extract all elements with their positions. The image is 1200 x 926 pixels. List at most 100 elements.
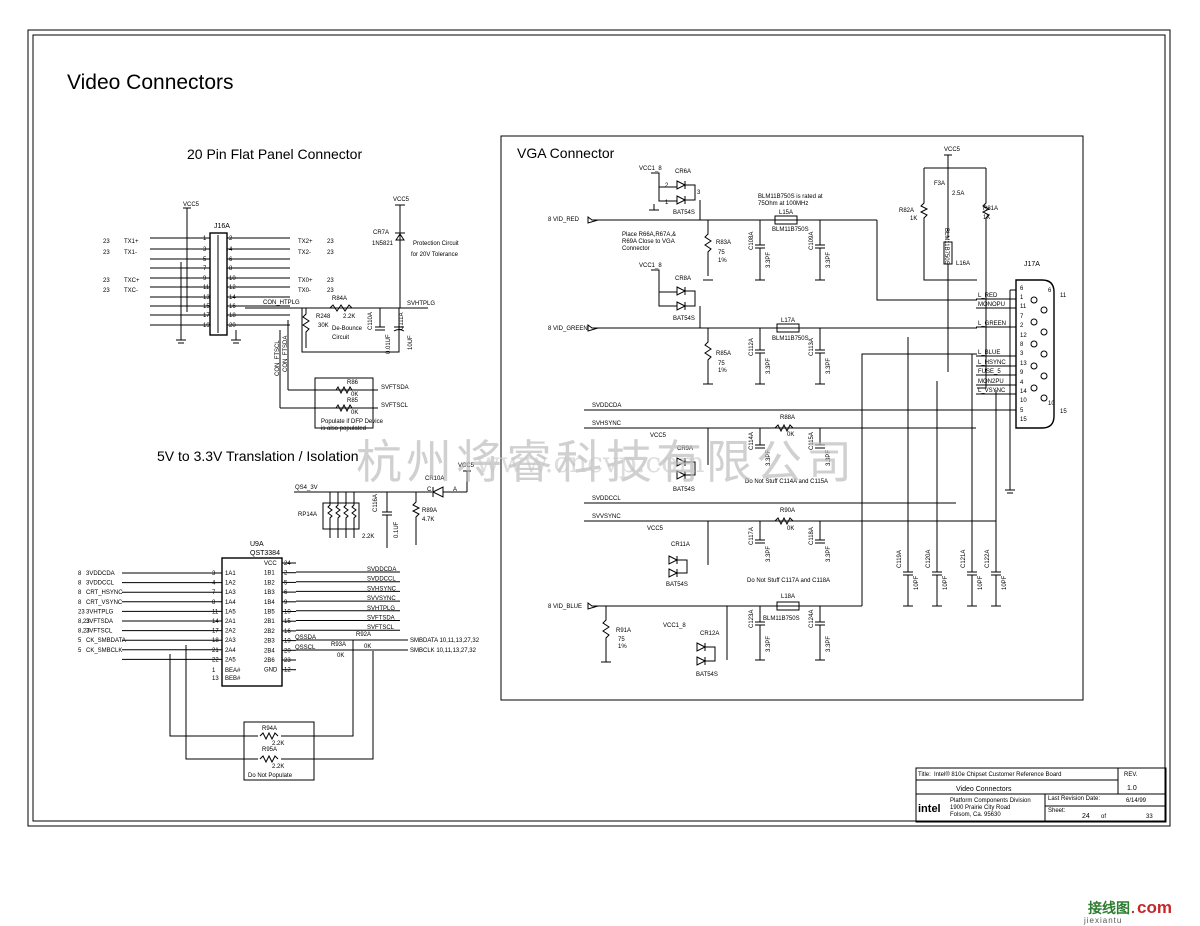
svg-text:R85A: R85A bbox=[716, 351, 731, 357]
svg-text:Video Connectors: Video Connectors bbox=[956, 786, 1012, 793]
svg-text:BAT54S: BAT54S bbox=[673, 210, 695, 216]
svg-text:R83A: R83A bbox=[716, 240, 731, 246]
j17a-net-label: L_HSYNC bbox=[978, 360, 1006, 366]
u9a-pin-name: 1B2 bbox=[264, 580, 275, 586]
u9a-pin-name: BEA# bbox=[225, 668, 241, 674]
u9a-pin-num: 10 bbox=[284, 610, 291, 616]
rp14a-resistor bbox=[343, 492, 349, 538]
u9a-net-ref: 5 bbox=[78, 638, 82, 644]
j16a-pin: 2 bbox=[229, 236, 233, 242]
u9a-out-label: SVDDCDA bbox=[367, 567, 396, 573]
u9a-pin-name: 1A3 bbox=[225, 590, 236, 596]
fp-vcc-right: VCC5 bbox=[393, 197, 410, 203]
u9a-pin-name: 2B2 bbox=[264, 629, 275, 635]
u9a-out-label: SVHTPLG bbox=[367, 606, 395, 612]
cap-ref: C120A bbox=[926, 550, 932, 568]
u9a-pin-num: 21 bbox=[212, 648, 219, 654]
u9a-net-ref: 8,23 bbox=[78, 629, 90, 635]
u9a-net-name: CK_SMBDATA bbox=[86, 638, 126, 644]
svg-text:R93A: R93A bbox=[331, 642, 346, 648]
j17a-pin: 2 bbox=[1020, 323, 1024, 329]
svg-text:Intel® 810e Chipset Customer R: Intel® 810e Chipset Customer Reference B… bbox=[934, 771, 1062, 778]
svg-text:BLM11B750S: BLM11B750S bbox=[772, 336, 809, 342]
svg-text:BAT54S: BAT54S bbox=[696, 672, 718, 678]
svg-text:QS4_3V: QS4_3V bbox=[295, 485, 318, 491]
j16a-pin: 20 bbox=[229, 323, 236, 329]
rp14a-resistor bbox=[335, 492, 341, 538]
svg-text:C118A: C118A bbox=[809, 527, 815, 545]
svg-text:0K: 0K bbox=[351, 392, 358, 398]
svg-text:RP14A: RP14A bbox=[298, 512, 317, 518]
svg-text:TX0-: TX0- bbox=[298, 288, 311, 294]
svg-text:C113A: C113A bbox=[809, 338, 815, 356]
page-title: Video Connectors bbox=[67, 71, 234, 94]
u9a-pin-num: 19 bbox=[284, 639, 291, 645]
j16a-ref: J16A bbox=[214, 223, 230, 230]
translation-section: 5V to 3.3V Translation / Isolation QS4_3… bbox=[78, 448, 480, 781]
u9a-pin-num: 9 bbox=[284, 600, 288, 606]
svg-text:SVDDCDA: SVDDCDA bbox=[592, 403, 621, 409]
svg-text:3.3PF: 3.3PF bbox=[766, 252, 772, 268]
svg-text:3.3PF: 3.3PF bbox=[766, 358, 772, 374]
svg-text:0K: 0K bbox=[787, 526, 794, 532]
j16a-pin: 17 bbox=[203, 313, 210, 319]
svg-text:C116A: C116A bbox=[373, 494, 379, 512]
j17a-pin: 1 bbox=[1020, 295, 1024, 301]
watermark-url: www.cncvp.com bbox=[476, 446, 705, 479]
j17a-contact bbox=[1040, 350, 1048, 358]
rp14a-pack bbox=[322, 502, 360, 530]
svg-text:3.3PF: 3.3PF bbox=[766, 546, 772, 562]
j16a-pin: 4 bbox=[229, 247, 233, 253]
u9a-pin-num: 22 bbox=[212, 657, 219, 663]
u9a-pin-num: 5 bbox=[284, 580, 288, 586]
u9a-pin-num: 17 bbox=[212, 629, 219, 635]
svg-text:SMBDATA 10,11,13,27,32: SMBDATA 10,11,13,27,32 bbox=[410, 638, 480, 644]
j16a-pin: 7 bbox=[203, 266, 207, 272]
svg-text:Title:: Title: bbox=[918, 772, 931, 778]
j16a-pin: 3 bbox=[203, 247, 207, 253]
j17a-net-label: L_BLUE bbox=[978, 350, 1000, 356]
svg-text:R89A: R89A bbox=[422, 508, 437, 514]
j16a-pin: 12 bbox=[229, 285, 236, 291]
svg-text:CR8A: CR8A bbox=[675, 276, 691, 282]
u9a-pin-name: 1B5 bbox=[264, 610, 275, 616]
svg-text:R248: R248 bbox=[316, 314, 331, 320]
svg-text:QSSDA: QSSDA bbox=[295, 635, 316, 641]
svg-text:R88A: R88A bbox=[780, 415, 795, 421]
svg-text:3.3PF: 3.3PF bbox=[826, 358, 832, 374]
svg-text:23: 23 bbox=[103, 250, 110, 256]
j17a-net-label: FUSE_5 bbox=[978, 369, 1001, 375]
u9a-net-ref: 8,23 bbox=[78, 619, 90, 625]
u9a-net-name: CK_SMBCLK bbox=[86, 648, 122, 654]
j17a-pin: 15 bbox=[1020, 417, 1027, 423]
svg-text:75: 75 bbox=[618, 637, 625, 643]
svg-text:R90A: R90A bbox=[780, 508, 795, 514]
intel-logo: intel bbox=[918, 803, 941, 815]
svg-text:L18A: L18A bbox=[781, 594, 795, 600]
j17a-contact bbox=[1030, 384, 1038, 392]
svg-text:24: 24 bbox=[1082, 813, 1090, 820]
sheet-border bbox=[27, 29, 1171, 827]
u9a-net-name: 3VDDCCL bbox=[86, 581, 115, 587]
svg-text:CON_FTSDA: CON_FTSDA bbox=[283, 336, 289, 372]
svg-text:10: 10 bbox=[1048, 401, 1055, 407]
svg-text:23: 23 bbox=[327, 278, 334, 284]
cap-val: 10PF bbox=[978, 575, 984, 590]
svg-text:R82A: R82A bbox=[899, 208, 914, 214]
j17a-net-label: L_RED bbox=[978, 293, 998, 299]
svg-text:75: 75 bbox=[718, 250, 725, 256]
u9a-pin-num: 1 bbox=[212, 668, 216, 674]
svg-text:QSSCL: QSSCL bbox=[295, 645, 316, 651]
svg-text:1900 Prairie City Road: 1900 Prairie City Road bbox=[950, 805, 1010, 811]
svg-text:2.2K: 2.2K bbox=[272, 741, 284, 747]
svg-text:3.3PF: 3.3PF bbox=[766, 450, 772, 466]
u9a-pin-num: 14 bbox=[212, 619, 219, 625]
svg-text:3.3PF: 3.3PF bbox=[826, 546, 832, 562]
j17a-pin: 9 bbox=[1020, 370, 1024, 376]
svg-text:0K: 0K bbox=[787, 432, 794, 438]
svg-text:23: 23 bbox=[103, 288, 110, 294]
svg-text:Do Not Stuff C114A and C115A: Do Not Stuff C114A and C115A bbox=[745, 479, 828, 485]
title-block: Title: Intel® 810e Chipset Customer Refe… bbox=[915, 767, 1167, 823]
cap-ref: C122A bbox=[985, 550, 991, 568]
u9a-pin-name: 1B3 bbox=[264, 590, 275, 596]
